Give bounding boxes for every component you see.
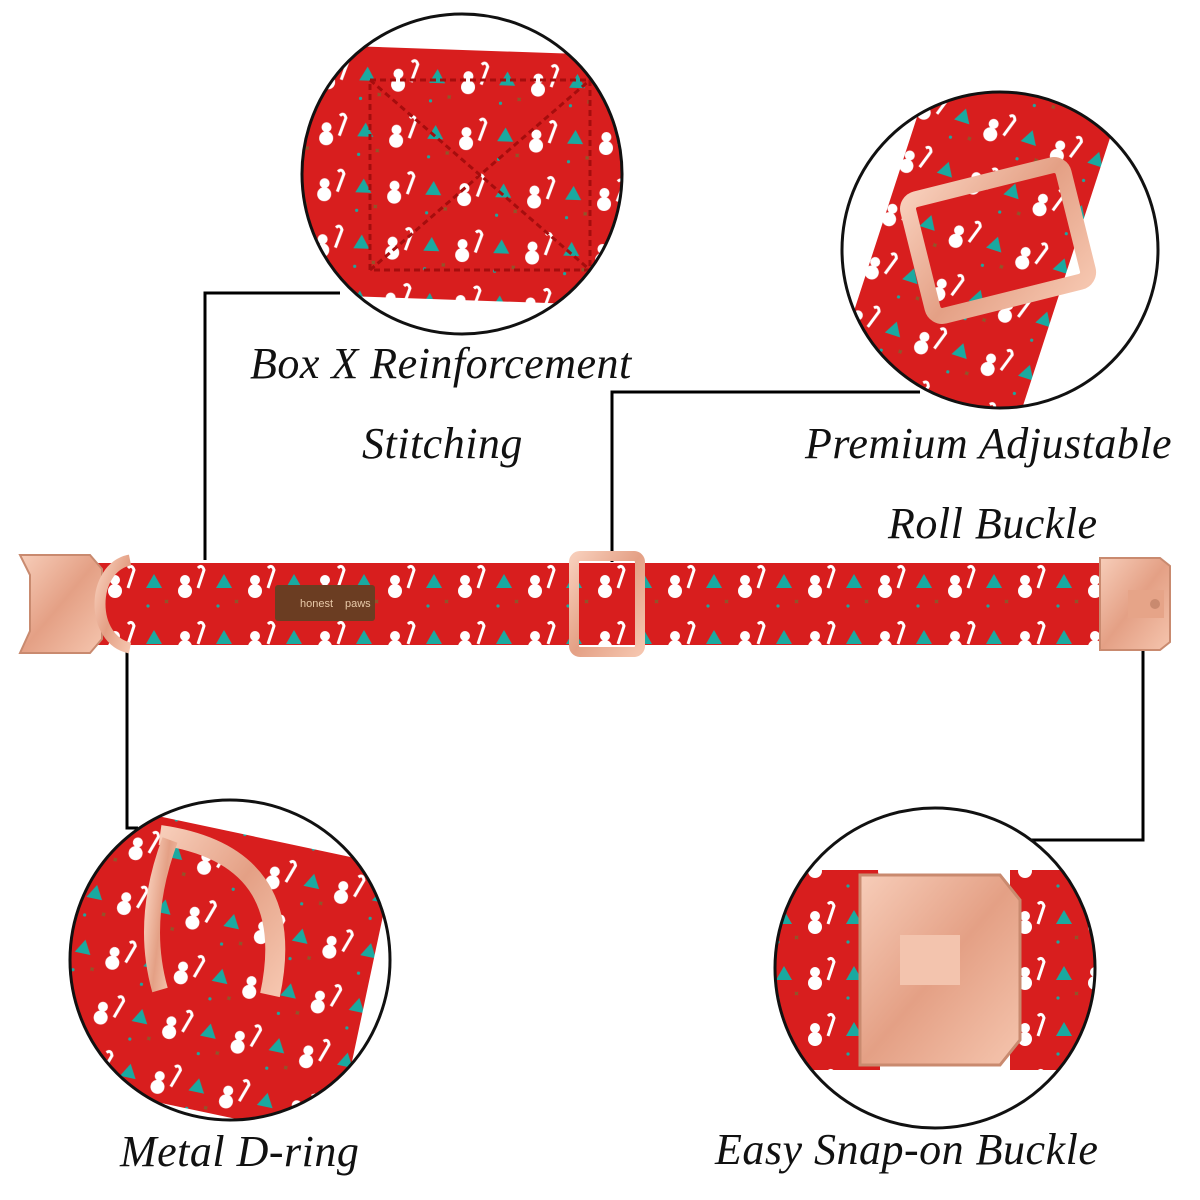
- label-roll-buckle-line1: Premium Adjustable: [805, 419, 1173, 468]
- d-ring-metal: [94, 554, 132, 654]
- connector-stitching: [203, 291, 340, 560]
- connector-roll-buckle: [610, 390, 920, 562]
- brand-tag-line2: paws: [345, 598, 371, 610]
- label-roll-buckle-line2: Roll Buckle: [888, 499, 1098, 548]
- collar-strap: [95, 563, 1135, 645]
- connector-d-ring: [125, 648, 138, 830]
- buckle-left-metal: [18, 554, 103, 654]
- brand-tag-line1: honest: [300, 598, 333, 610]
- label-stitching-line2: Stitching: [362, 419, 523, 468]
- roll-buckle-metal: [569, 551, 645, 657]
- label-snap-buckle: Easy Snap-on Buckle: [715, 1125, 1099, 1174]
- brand-tag: [275, 585, 375, 621]
- connector-snap-buckle: [1030, 650, 1145, 842]
- label-stitching-line1: Box X Reinforcement: [250, 339, 632, 388]
- label-d-ring: Metal D-ring: [120, 1127, 360, 1176]
